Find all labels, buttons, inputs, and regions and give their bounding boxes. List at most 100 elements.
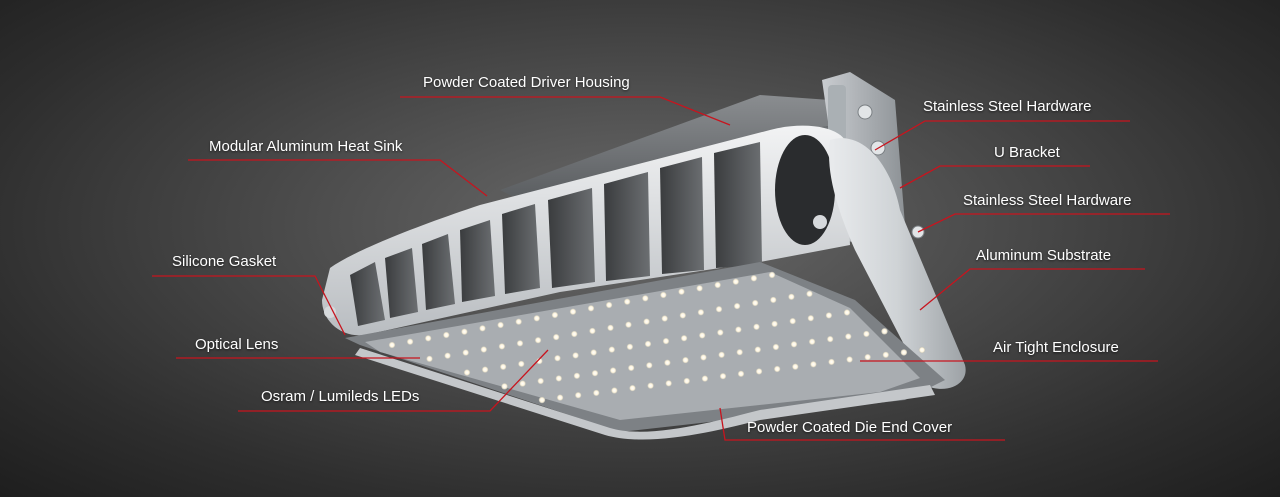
led-dot bbox=[828, 358, 835, 366]
led-dot bbox=[808, 338, 816, 345]
led-dot bbox=[605, 301, 613, 309]
leader-u-bracket bbox=[899, 165, 1090, 189]
led-dot bbox=[737, 370, 745, 377]
led-dot bbox=[661, 315, 668, 322]
led-dot bbox=[682, 356, 689, 364]
led-dot bbox=[534, 337, 542, 344]
led-dot bbox=[551, 311, 559, 319]
led-dot bbox=[500, 363, 507, 370]
led-dot bbox=[406, 338, 414, 345]
led-dot bbox=[755, 368, 763, 375]
led-dot bbox=[680, 335, 688, 342]
led-dot bbox=[643, 318, 650, 325]
led-dot bbox=[611, 387, 618, 394]
led-dot bbox=[845, 333, 852, 340]
led-dot bbox=[768, 271, 776, 279]
led-dot bbox=[589, 327, 596, 335]
led-dot bbox=[696, 285, 703, 292]
label-driver-housing: Powder Coated Driver Housing bbox=[423, 74, 630, 91]
led-dot bbox=[790, 341, 798, 348]
led-dot bbox=[462, 349, 469, 356]
led-dot bbox=[587, 305, 595, 312]
led-dot bbox=[593, 389, 600, 397]
led-dot bbox=[660, 291, 667, 299]
led-dot bbox=[863, 330, 870, 338]
led-dot bbox=[556, 394, 564, 401]
led-dot bbox=[555, 375, 562, 382]
led-dot bbox=[572, 352, 579, 359]
led-dot bbox=[918, 346, 926, 354]
led-dot bbox=[538, 396, 546, 404]
led-dot bbox=[497, 321, 504, 329]
led-dot bbox=[701, 375, 709, 382]
led-dot bbox=[625, 321, 632, 328]
led-dot bbox=[553, 333, 560, 341]
led-dot bbox=[388, 341, 396, 349]
led-dot bbox=[772, 343, 780, 351]
led-dot bbox=[715, 306, 723, 313]
led-dot bbox=[569, 308, 577, 315]
led-dot bbox=[609, 367, 617, 374]
label-air-tight: Air Tight Enclosure bbox=[993, 339, 1119, 356]
led-dot bbox=[714, 281, 721, 289]
led-dot bbox=[718, 351, 725, 358]
led-dot bbox=[516, 340, 524, 347]
led-dot bbox=[719, 373, 727, 380]
led-dot bbox=[806, 290, 813, 297]
label-hardware-mid: Stainless Steel Hardware bbox=[963, 192, 1132, 209]
leader-hardware-top bbox=[874, 120, 1130, 151]
leader-lines bbox=[152, 96, 1170, 441]
led-dot bbox=[753, 323, 760, 330]
led-dot bbox=[607, 324, 614, 331]
led-dot bbox=[646, 362, 653, 369]
led-dot bbox=[789, 317, 796, 325]
label-optical-lens: Optical Lens bbox=[195, 336, 279, 353]
led-dot bbox=[700, 354, 707, 361]
led-dot bbox=[679, 312, 686, 319]
leader-silicone-gasket bbox=[152, 275, 346, 336]
led-dot bbox=[717, 329, 724, 336]
led-dot bbox=[481, 366, 489, 373]
led-dot bbox=[591, 370, 599, 377]
led-dot bbox=[662, 337, 670, 345]
label-hardware-top: Stainless Steel Hardware bbox=[923, 98, 1092, 115]
led-dot bbox=[771, 320, 778, 328]
led-dot bbox=[444, 352, 451, 359]
leader-leds bbox=[238, 349, 549, 412]
leader-end-cover bbox=[719, 407, 1005, 441]
led-dot bbox=[665, 380, 672, 387]
led-dot bbox=[774, 365, 781, 373]
led-dot bbox=[642, 295, 649, 302]
led-dot bbox=[770, 296, 777, 304]
led-dot bbox=[864, 353, 871, 361]
label-heat-sink: Modular Aluminum Heat Sink bbox=[209, 138, 403, 155]
led-dot bbox=[825, 312, 833, 319]
led-dot bbox=[426, 355, 433, 362]
led-dot bbox=[626, 343, 634, 350]
led-dot bbox=[628, 364, 635, 372]
led-array bbox=[345, 262, 945, 432]
led-dot bbox=[498, 343, 506, 350]
end-cap bbox=[829, 138, 966, 389]
led-dot bbox=[733, 302, 741, 310]
leader-heat-sink bbox=[188, 159, 488, 197]
led-dot bbox=[590, 349, 597, 356]
led-dot bbox=[736, 349, 743, 356]
led-dot bbox=[624, 298, 631, 305]
led-dot bbox=[827, 335, 834, 343]
led-dot bbox=[519, 380, 526, 387]
label-aluminum-substrate: Aluminum Substrate bbox=[976, 247, 1112, 264]
led-dot bbox=[515, 318, 522, 325]
led-dot bbox=[425, 335, 432, 342]
label-u-bracket: U Bracket bbox=[994, 144, 1060, 161]
led-dot bbox=[518, 360, 525, 368]
leader-hardware-mid bbox=[917, 213, 1170, 233]
led-dot bbox=[750, 275, 758, 282]
led-dot bbox=[479, 325, 486, 332]
leader-aluminum-substrate bbox=[919, 268, 1145, 311]
led-dot bbox=[843, 309, 851, 316]
led-dot bbox=[571, 330, 578, 338]
heat-sink bbox=[322, 125, 850, 336]
led-dot bbox=[664, 359, 671, 366]
